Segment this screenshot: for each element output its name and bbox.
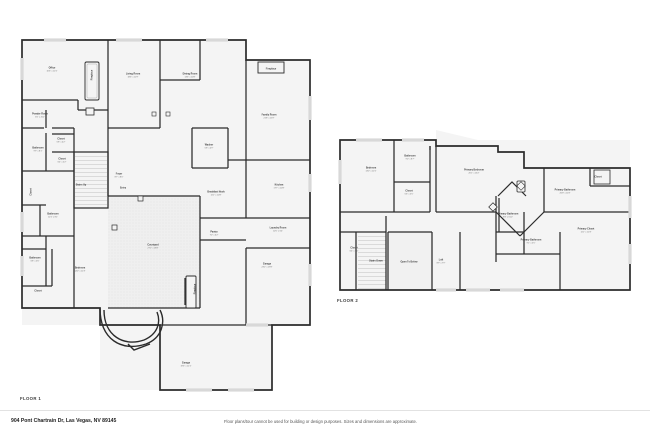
footer-bar: 904 Pont Chartrain Dr, Las Vegas, NV 891… — [0, 410, 650, 434]
floor2-outer-walls — [339, 139, 631, 291]
floor2-fixtures — [488, 169, 611, 212]
floor1-courtyard-curve — [99, 307, 164, 351]
floor1-windows — [20, 38, 312, 392]
floor-plan-vector — [20, 38, 632, 392]
floor-caption-floor-1: FLOOR 1 — [20, 396, 42, 401]
floor2-interior-walls — [340, 140, 630, 290]
floor1-stairs — [75, 153, 107, 207]
floor2-fills — [340, 130, 630, 290]
floor-caption-floor-2: FLOOR 2 — [337, 298, 359, 303]
floor2-windows — [338, 138, 632, 292]
floor1-fireplaces — [84, 61, 285, 309]
footer-disclaimer: Floor plans/tour cannot be used for buil… — [224, 419, 417, 424]
floor1-courtyard-fixture — [111, 111, 171, 231]
property-address: 904 Pont Chartrain Dr, Las Vegas, NV 891… — [11, 418, 117, 424]
floor1-fills — [22, 40, 310, 390]
